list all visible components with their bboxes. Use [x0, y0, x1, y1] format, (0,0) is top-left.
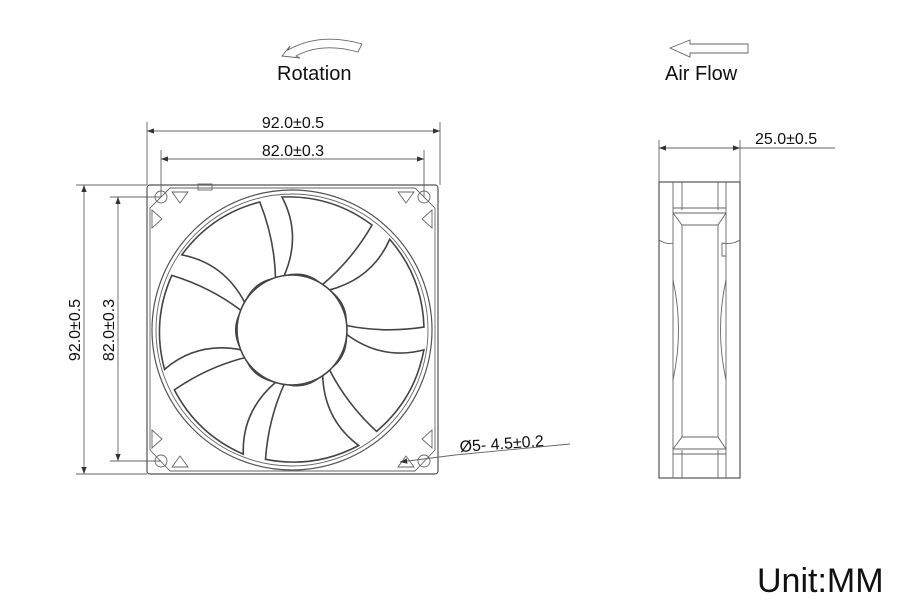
fan-front-view: [146, 183, 439, 475]
hole-height-dimension: [110, 196, 161, 462]
fan-side-view: [658, 181, 741, 479]
outer-height-label: 92.0±0.5: [67, 299, 84, 361]
fan-hub: [236, 274, 348, 386]
rotation-arrow-icon: [281, 38, 363, 59]
rotation-label: Rotation: [277, 63, 352, 85]
mount-hole-callout: [399, 443, 571, 464]
unit-label: Unit:MM: [757, 562, 884, 600]
airflow-label: Air Flow: [665, 63, 738, 85]
fan-blade: [280, 196, 374, 287]
hole-width-label: 82.0±0.3: [262, 143, 324, 160]
outer-width-label: 92.0±0.5: [262, 115, 324, 132]
airflow-arrow-icon: [668, 39, 749, 58]
outer-width-dimension: [146, 122, 441, 185]
outer-height-dimension: [76, 184, 147, 475]
hole-height-label: 82.0±0.3: [101, 299, 118, 361]
mount-hole: [154, 190, 168, 204]
mount-hole: [154, 454, 168, 468]
mount-hole: [417, 454, 431, 468]
mount-hole: [417, 190, 431, 204]
mount-hole-label: Ø5- 4.5±0.2: [459, 433, 544, 456]
hole-width-dimension: [160, 150, 425, 197]
thickness-dimension: [658, 140, 835, 182]
thickness-label: 25.0±0.5: [755, 131, 817, 148]
